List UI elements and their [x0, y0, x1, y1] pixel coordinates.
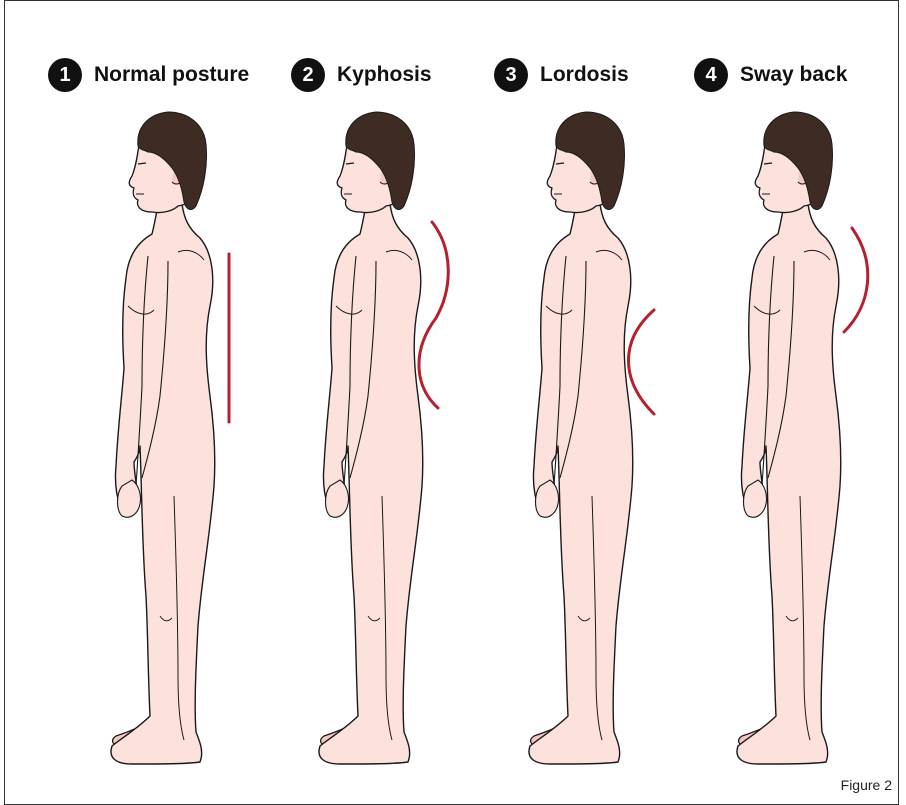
figure-3-lordosis	[529, 112, 633, 764]
upper-back-curve-line-icon	[419, 222, 448, 408]
figure-2-kyphosis	[319, 112, 423, 764]
figure-1-normal-posture	[111, 112, 215, 764]
sway-back-curve-line-icon	[844, 228, 868, 332]
figure-caption: Figure 2	[841, 777, 892, 793]
lower-back-curve-line-icon	[629, 310, 655, 414]
figure-4-sway-back	[737, 112, 841, 764]
